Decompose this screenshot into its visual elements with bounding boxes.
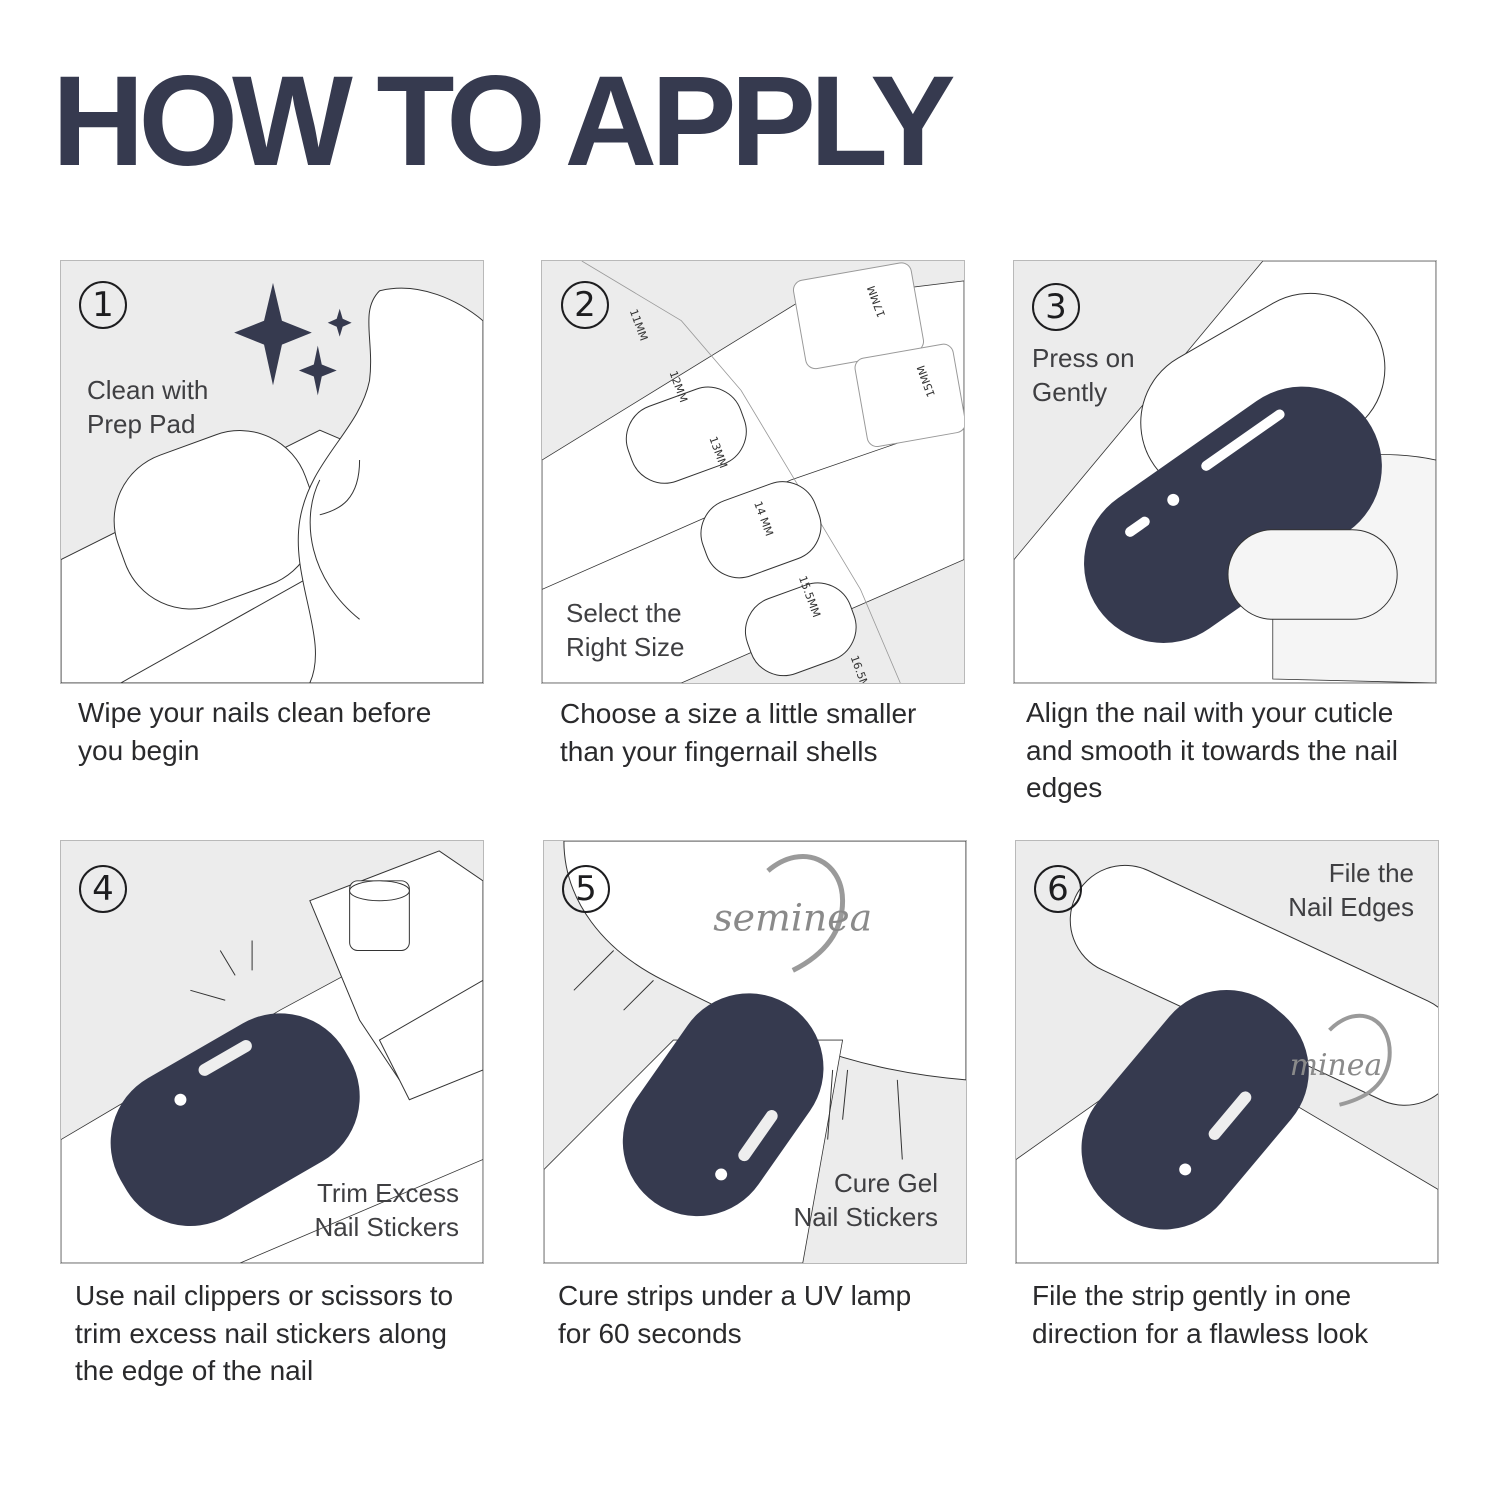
svg-text:minea: minea <box>1290 1048 1383 1083</box>
press-nail-illustration <box>1014 261 1436 683</box>
step-6-description: File the strip gently in one direction f… <box>1032 1280 1369 1349</box>
clipper-illustration <box>61 850 483 1263</box>
step-2-description: Choose a size a little smaller than your… <box>560 698 917 767</box>
nail-file-illustration: minea <box>1016 864 1438 1263</box>
size-label: 16.5MM <box>848 654 875 683</box>
step-5-description: Cure strips under a UV lamp for 60 secon… <box>558 1280 912 1349</box>
clipper-icon <box>309 850 483 1101</box>
step-4-description: Use nail clippers or scissors to trim ex… <box>75 1280 454 1386</box>
svg-text:seminea: seminea <box>713 896 872 940</box>
uv-lamp-illustration: seminea <box>544 841 966 1263</box>
sparkle-icon <box>234 282 352 396</box>
size-chart: 11MM 12MM 13MM 14 MM 15.5MM 16.5MM 17MM … <box>542 261 964 683</box>
size-label: 11MM <box>627 307 650 342</box>
page-title: HOW TO APPLY <box>52 50 956 193</box>
step-3-description: Align the nail with your cuticle and smo… <box>1026 697 1398 803</box>
step-number: 1 <box>79 281 127 329</box>
step-2-panel: 11MM 12MM 13MM 14 MM 15.5MM 16.5MM 17MM … <box>541 260 965 684</box>
step-number: 4 <box>79 865 127 913</box>
wipe-prep-pad-illustration <box>61 282 483 683</box>
brand-logo: seminea <box>713 854 872 973</box>
step-number: 5 <box>562 865 610 913</box>
step-1-description: Wipe your nails clean before you begin <box>78 697 432 766</box>
step-number: 6 <box>1034 865 1082 913</box>
brand-logo: minea <box>1290 1013 1392 1107</box>
step-number: 2 <box>561 281 609 329</box>
step-number: 3 <box>1032 283 1080 331</box>
